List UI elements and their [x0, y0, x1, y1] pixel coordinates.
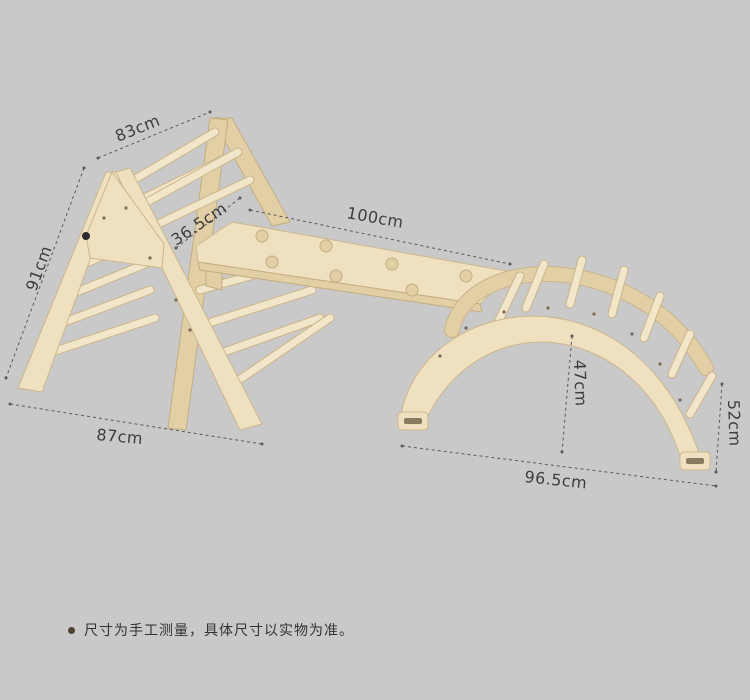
dim-label-87: 87cm	[96, 425, 144, 448]
note-text: 尺寸为手工测量，具体尺寸以实物为准。	[84, 623, 354, 639]
arch-rungs	[493, 255, 717, 419]
dim-label-83: 83cm	[112, 111, 162, 146]
dim-label-47: 47cm	[570, 359, 591, 406]
climbing-ramp	[195, 221, 514, 313]
dim-arch-length: 96.5cm	[400, 444, 718, 493]
dim-label-100: 100cm	[345, 203, 405, 232]
triangle-climber	[17, 117, 335, 431]
dim-arch-total-height: 52cm	[714, 382, 745, 474]
dim-label-52: 52cm	[724, 399, 745, 446]
dim-arch-inner-height: 47cm	[560, 334, 591, 454]
front-arch	[399, 315, 701, 463]
dim-label-91: 91cm	[22, 243, 56, 293]
dim-triangle-top: 83cm	[96, 110, 212, 160]
dim-triangle-base: 87cm	[8, 402, 264, 448]
knob-icon	[82, 232, 90, 240]
front-panel	[85, 170, 165, 269]
arch-holes	[438, 306, 682, 402]
dim-label-96-5: 96.5cm	[524, 467, 589, 492]
measurement-note: 尺寸为手工测量，具体尺寸以实物为准。	[68, 620, 354, 640]
arch-climber	[397, 255, 717, 471]
bullet-icon	[68, 626, 75, 634]
climbing-holds	[255, 229, 473, 297]
